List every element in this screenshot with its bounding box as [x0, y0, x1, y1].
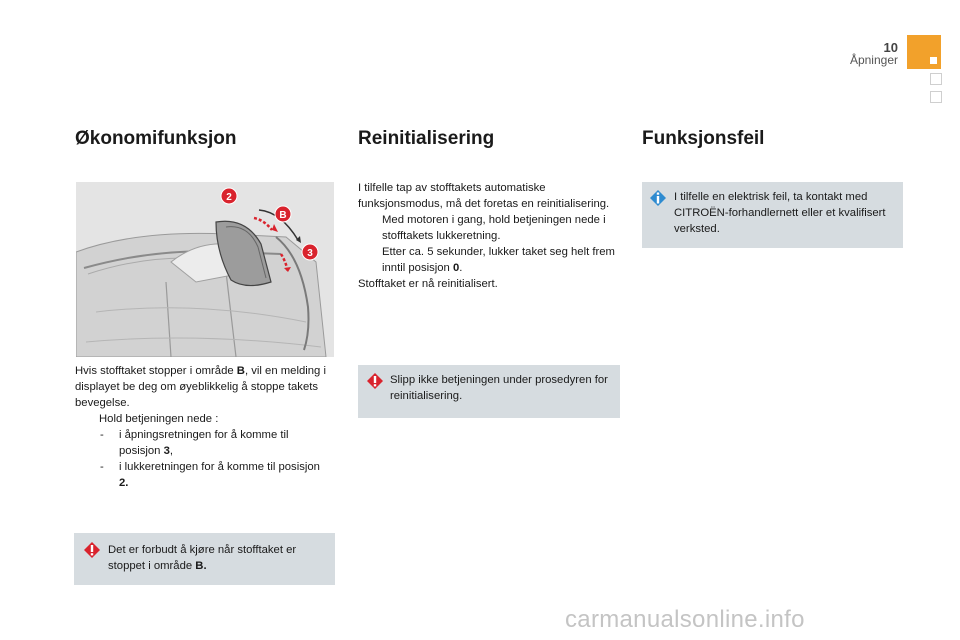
info-icon	[650, 190, 666, 206]
bullet-hold-control: Hold betjeningen nede :	[99, 413, 219, 425]
warning-text-driving: Det er forbudt å kjøre når stofftaket er…	[108, 544, 297, 572]
heading-reinitialisering: Reinitialisering	[358, 128, 495, 149]
roof-illustration-svg	[75, 182, 334, 358]
marker-b-label: B	[279, 210, 286, 221]
page-number: 10	[883, 40, 898, 55]
watermark: carmanualsonline.info	[565, 606, 805, 633]
warning-icon	[367, 373, 383, 389]
warning-icon	[84, 542, 100, 558]
bullet-wait-close: Etter ca. 5 sekunder, lukker taket seg h…	[382, 246, 615, 274]
reinitialisering-outro: Stofftaket er nå reinitialisert.	[358, 278, 498, 290]
chapter-tab-empty-2[interactable]	[930, 91, 942, 103]
info-text-electrical-fault: I tilfelle en elektrisk feil, ta kontakt…	[674, 191, 886, 235]
roof-illustration: 2 B 3	[75, 182, 334, 358]
chapter-tab-empty-1[interactable]	[930, 73, 942, 85]
okonomifunksjon-intro: Hvis stofftaket stopper i område B, vil …	[75, 365, 326, 409]
chapter-tab[interactable]	[907, 35, 941, 69]
warning-note-release: Slipp ikke betjeningen under prosedyren …	[358, 365, 620, 418]
sub-item-opening: -i åpningsretningen for å komme til posi…	[100, 429, 289, 457]
marker-2-label: 2	[226, 192, 232, 203]
heading-okonomifunksjon: Økonomifunksjon	[75, 128, 237, 149]
warning-note-driving: Det er forbudt å kjøre når stofftaket er…	[74, 533, 335, 585]
heading-funksjonsfeil: Funksjonsfeil	[642, 128, 765, 149]
marker-2: 2	[220, 187, 238, 205]
okonomifunksjon-body: Hvis stofftaket stopper i område B, vil …	[75, 363, 330, 491]
sub-item-closing: -i lukkeretningen for å komme til posisj…	[100, 461, 320, 489]
marker-3: 3	[301, 243, 319, 261]
warning-text-release: Slipp ikke betjeningen under prosedyren …	[390, 374, 608, 402]
chapter-tab-marker	[930, 57, 937, 64]
reinitialisering-intro: I tilfelle tap av stofftakets automatisk…	[358, 182, 610, 210]
info-note-electrical-fault: I tilfelle en elektrisk feil, ta kontakt…	[642, 182, 903, 248]
bullet-hold-closing: Med motoren i gang, hold betjeningen ned…	[382, 214, 606, 242]
marker-b: B	[274, 205, 292, 223]
section-title: Åpninger	[849, 53, 898, 67]
marker-3-label: 3	[307, 248, 313, 259]
reinitialisering-body: I tilfelle tap av stofftakets automatisk…	[358, 180, 623, 292]
